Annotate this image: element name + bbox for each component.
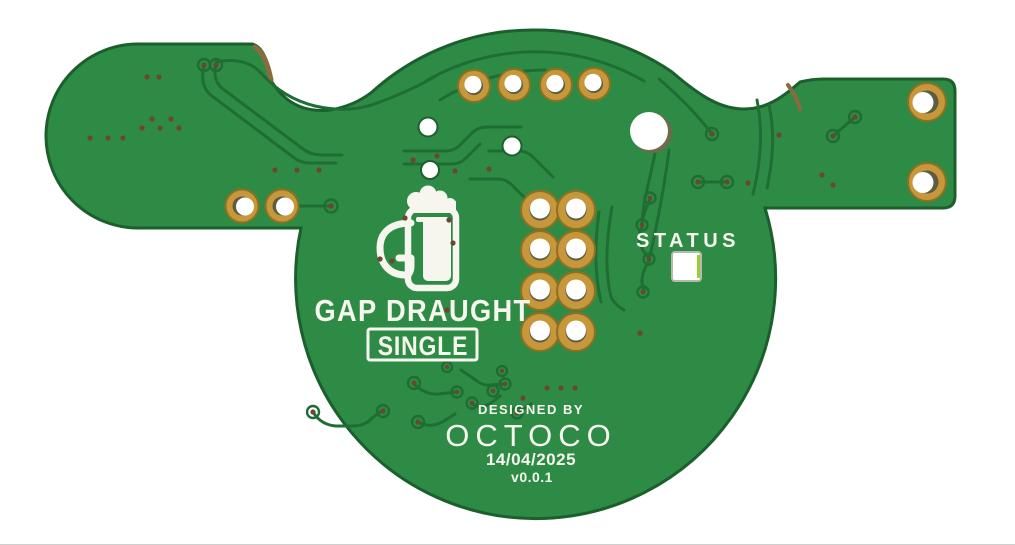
pad (497, 68, 531, 102)
status-led-glow-edge (697, 255, 700, 278)
variant-badge-silkscreen: SINGLE (378, 331, 469, 361)
mounting-holes (417, 112, 672, 180)
pad (907, 82, 947, 122)
vias-ringed (196, 57, 863, 430)
pad (907, 162, 947, 202)
pad (539, 68, 573, 102)
silk-overlay-via-dots (377, 215, 456, 313)
pad (520, 230, 560, 270)
via-dots (87, 74, 836, 401)
pad (556, 230, 596, 270)
pad (520, 190, 560, 230)
left-pads (224, 188, 300, 224)
center-pad-grid (520, 190, 596, 352)
status-label-silkscreen: STATUS (636, 230, 740, 252)
status-led (671, 251, 702, 282)
pad (457, 69, 491, 103)
g-handle (376, 219, 415, 279)
date-silkscreen: 14/04/2025 (486, 450, 576, 469)
beer-mug-logo-icon (376, 185, 460, 292)
right-mount-pads (907, 82, 947, 202)
pad (577, 67, 611, 101)
top-header-pads (457, 67, 611, 103)
pad (264, 188, 300, 224)
mug-highlight (416, 217, 430, 222)
mug-fill (423, 217, 451, 281)
pad (556, 312, 596, 352)
pad (556, 271, 596, 311)
pad (556, 190, 596, 230)
version-silkscreen: v0.0.1 (511, 469, 553, 485)
octoco-brand-logo: OCTOCO (445, 418, 617, 453)
product-name-silkscreen: GAP DRAUGHT (314, 294, 531, 328)
pad (520, 271, 560, 311)
designed-by-silkscreen: DESIGNED BY (478, 402, 584, 417)
single-badge-box (366, 327, 479, 362)
mug-body-outline (404, 205, 460, 292)
pad (224, 188, 260, 224)
bare-edge-slivers (252, 44, 802, 111)
